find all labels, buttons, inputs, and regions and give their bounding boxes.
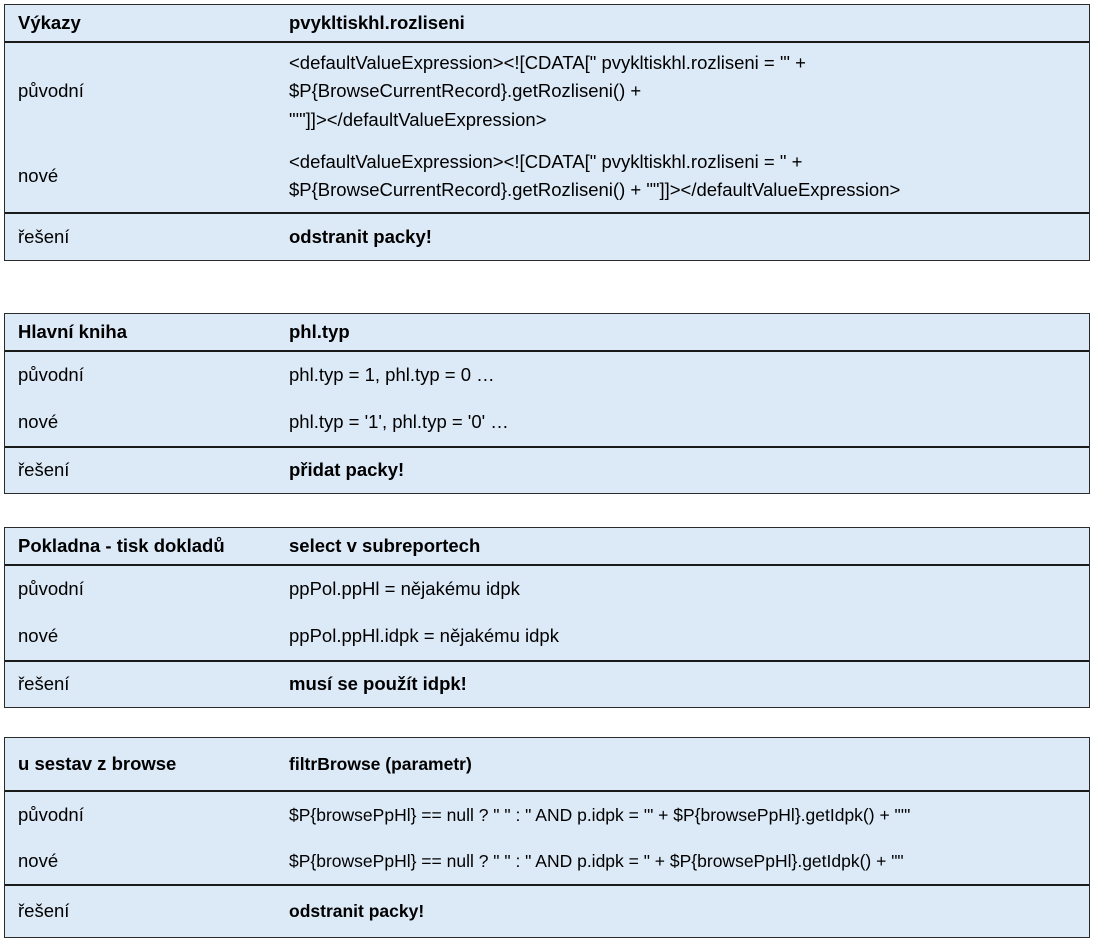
table-header-row: u sestav z browse filtrBrowse (parametr) <box>5 738 1089 792</box>
table-header-row: Hlavní kniha phl.typ <box>5 314 1089 352</box>
table-row-solution: řešení odstranit packy! <box>5 212 1089 260</box>
row-value-new: $P{browsePpHl} == null ? " " : " AND p.i… <box>289 850 904 871</box>
table-pokladna: Pokladna - tisk dokladů select v subrepo… <box>4 527 1090 708</box>
row-value-solution: přidat packy! <box>289 459 405 481</box>
row-label-new: nové <box>18 411 59 433</box>
table-title-left: Pokladna - tisk dokladů <box>18 534 225 556</box>
table-browse: u sestav z browse filtrBrowse (parametr)… <box>4 737 1090 938</box>
row-value-new: ppPol.ppHl.idpk = nějakému idpk <box>289 625 559 647</box>
table-title-right: filtrBrowse (parametr) <box>289 753 472 774</box>
row-value-new: <defaultValueExpression><![CDATA[" pvykl… <box>289 150 901 200</box>
table-hlavni-kniha: Hlavní kniha phl.typ původní phl.typ = 1… <box>4 313 1090 494</box>
table-title-right: select v subreportech <box>289 534 481 556</box>
row-label-new: nové <box>18 625 59 647</box>
row-label-original: původní <box>18 80 84 102</box>
table-title-left: Výkazy <box>18 11 81 33</box>
row-label-new: nové <box>18 164 59 186</box>
table-title-right: phl.typ <box>289 320 350 342</box>
table-header-row: Pokladna - tisk dokladů select v subrepo… <box>5 528 1089 566</box>
table-row: nové $P{browsePpHl} == null ? " " : " AN… <box>5 838 1089 884</box>
row-label-solution: řešení <box>18 900 70 922</box>
table-row: nové <defaultValueExpression><![CDATA[" … <box>5 140 1089 212</box>
table-title-left: Hlavní kniha <box>18 320 127 342</box>
row-label-new: nové <box>18 849 59 871</box>
row-value-solution: odstranit packy! <box>289 901 425 922</box>
table-header-row: Výkazy pvykltiskhl.rozliseni <box>5 5 1089 43</box>
table-row-solution: řešení odstranit packy! <box>5 884 1089 937</box>
table-row-solution: řešení musí se použít idpk! <box>5 660 1089 707</box>
table-row: původní <defaultValueExpression><![CDATA… <box>5 43 1089 140</box>
table-row: původní $P{browsePpHl} == null ? " " : "… <box>5 792 1089 838</box>
row-label-solution: řešení <box>18 225 70 247</box>
table-row: nové ppPol.ppHl.idpk = nějakému idpk <box>5 613 1089 660</box>
row-value-solution: odstranit packy! <box>289 225 432 247</box>
table-row: nové phl.typ = '1', phl.typ = '0' … <box>5 399 1089 446</box>
table-vykazy: Výkazy pvykltiskhl.rozliseni původní <de… <box>4 4 1090 261</box>
row-label-original: původní <box>18 803 84 825</box>
row-label-original: původní <box>18 364 84 386</box>
table-title-left: u sestav z browse <box>18 752 177 774</box>
row-label-original: původní <box>18 578 84 600</box>
row-value-original: $P{browsePpHl} == null ? " " : " AND p.i… <box>289 804 911 825</box>
row-value-original: phl.typ = 1, phl.typ = 0 … <box>289 364 495 386</box>
table-title-right: pvykltiskhl.rozliseni <box>289 11 465 33</box>
row-value-new: phl.typ = '1', phl.typ = '0' … <box>289 411 509 433</box>
row-value-original: <defaultValueExpression><![CDATA[" pvykl… <box>289 52 806 130</box>
row-value-original: ppPol.ppHl = nějakému idpk <box>289 578 520 600</box>
table-row: původní ppPol.ppHl = nějakému idpk <box>5 566 1089 613</box>
table-row: původní phl.typ = 1, phl.typ = 0 … <box>5 352 1089 399</box>
table-row-solution: řešení přidat packy! <box>5 446 1089 493</box>
row-label-solution: řešení <box>18 459 70 481</box>
row-value-solution: musí se použít idpk! <box>289 673 467 695</box>
row-label-solution: řešení <box>18 673 70 695</box>
